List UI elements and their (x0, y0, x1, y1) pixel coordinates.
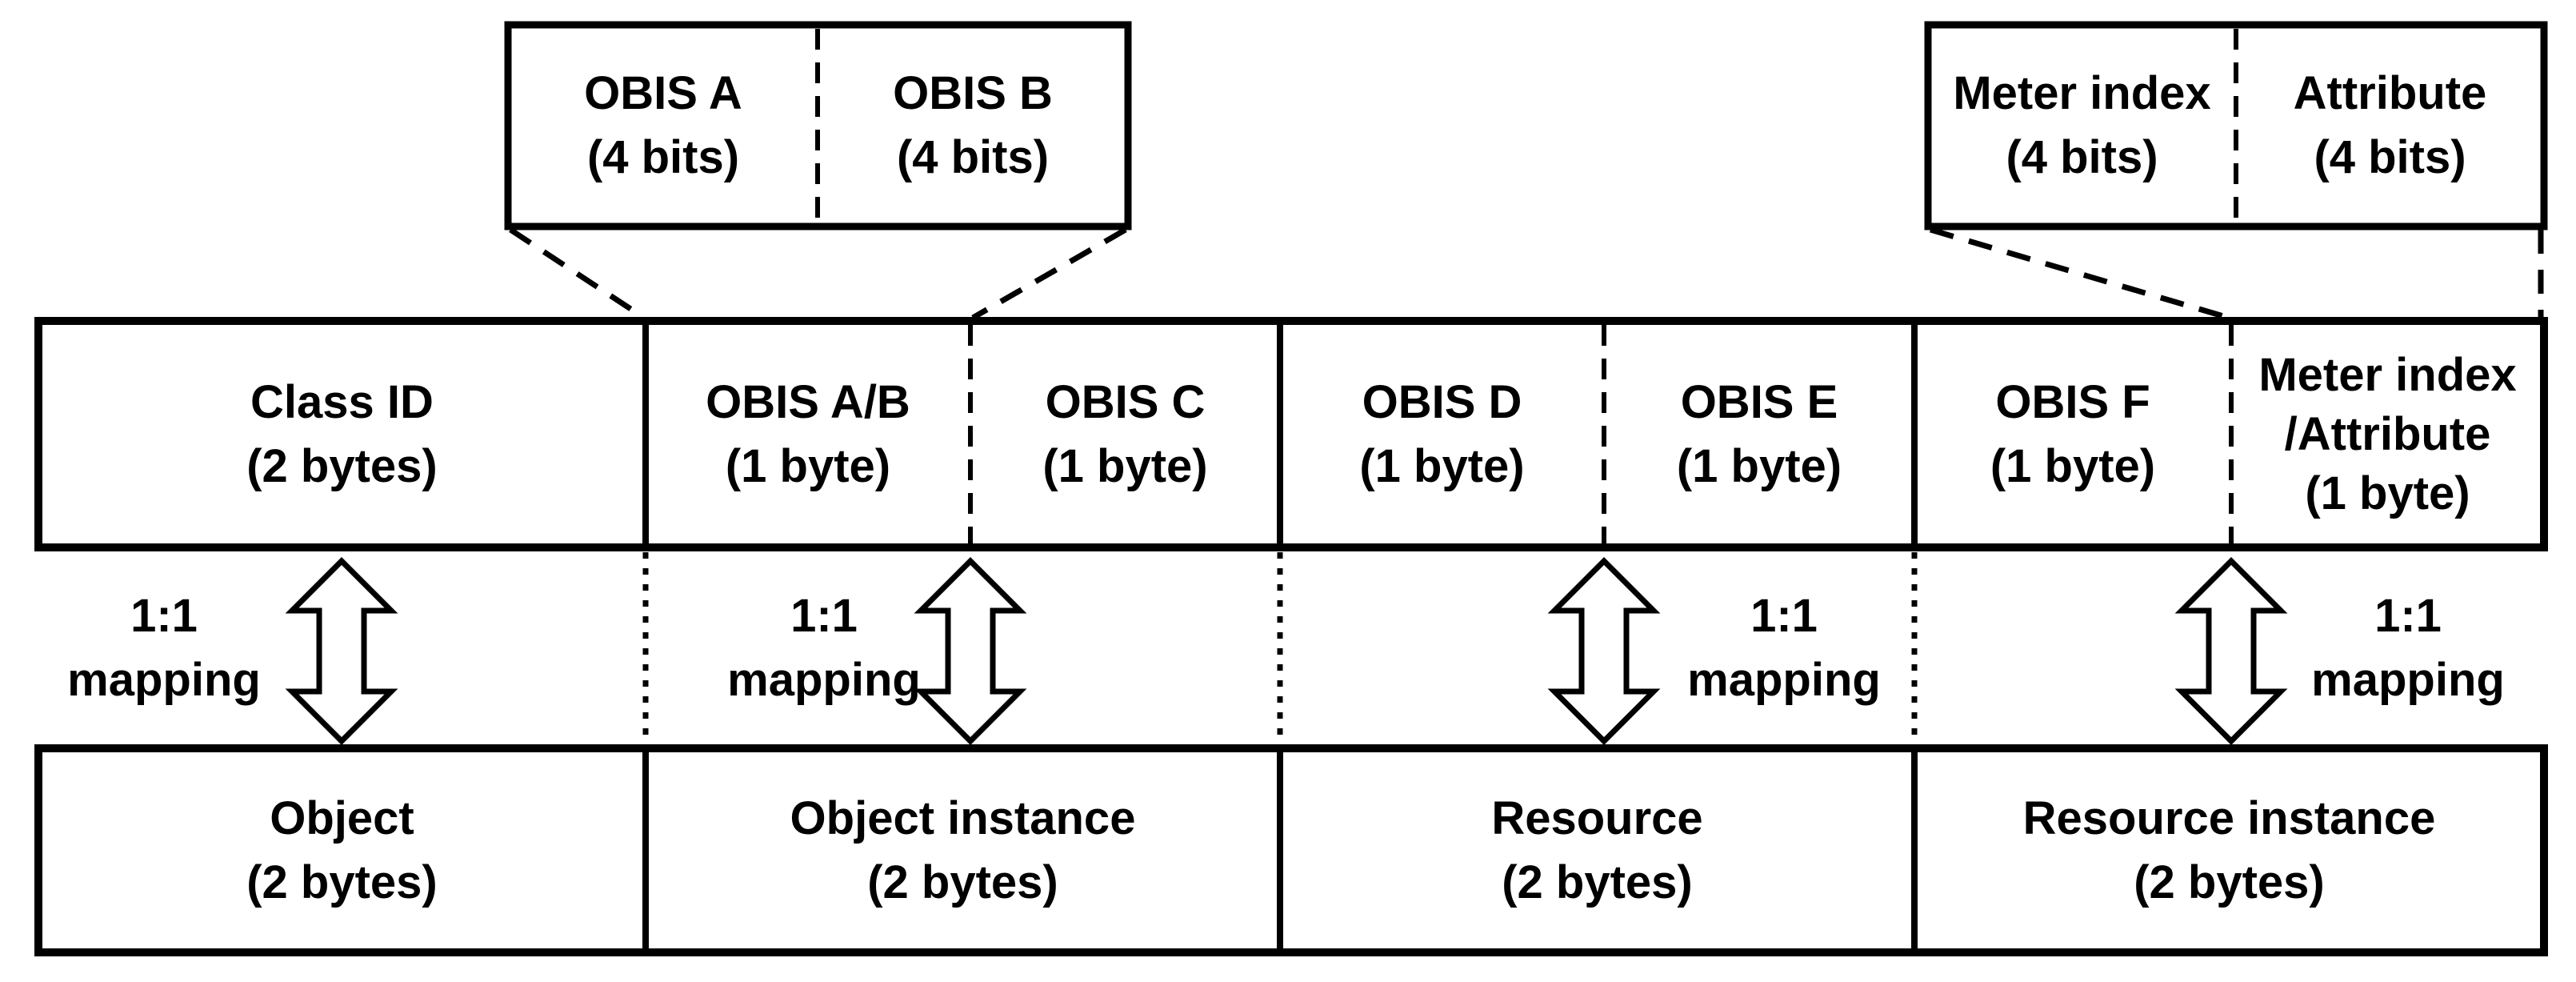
cell-title: OBIS F (1995, 375, 2150, 428)
cell-size: (4 bits) (896, 131, 1050, 183)
cell-title: OBIS A/B (706, 375, 910, 428)
cell-size: (1 byte) (1359, 439, 1525, 492)
dlms-cell-obis-f: OBIS F (1 byte) (1918, 321, 2227, 547)
cell-size: (4 bits) (2006, 131, 2158, 183)
cell-size: (1 byte) (725, 439, 891, 492)
cell-title: Attribute (2293, 67, 2487, 119)
cell-title: OBIS E (1680, 375, 1838, 428)
cell-size: (2 bytes) (246, 856, 438, 908)
dlms-cell-obis-d: OBIS D (1 byte) (1284, 321, 1600, 547)
dlms-cell-class-id: Class ID (2 bytes) (42, 321, 642, 547)
bidirectional-arrow-icon (914, 557, 1027, 745)
bidirectional-arrow-icon (285, 557, 398, 745)
cell-size: (1 byte) (1990, 439, 2156, 492)
cell-title: OBIS C (1045, 375, 1206, 428)
mapping-ratio: 1:1 (2374, 590, 2442, 642)
bidirectional-arrow-icon (1547, 557, 1661, 745)
callout-box-meter-attr (1924, 21, 2548, 230)
dlms-cell-obis-c: OBIS C (1 byte) (974, 321, 1276, 547)
cell-title: Object instance (790, 792, 1136, 844)
mapping-label-3: 1:1 mapping (1664, 552, 1904, 744)
lwm2m-cell-resource: Resource (2 bytes) (1284, 748, 1910, 952)
callout-connector-line (509, 227, 646, 320)
dlms-cell-obis-e: OBIS E (1 byte) (1608, 321, 1910, 547)
dlms-cell-meter-index-attribute: Meter index /Attribute (1 byte) (2235, 321, 2540, 547)
callout-connector-line (971, 226, 1127, 321)
cell-size: (1 byte) (1676, 439, 1842, 492)
cell-size: (2 bytes) (2134, 856, 2325, 908)
cell-title: Resource instance (2022, 792, 2436, 844)
cell-size: (2 bytes) (1502, 856, 1693, 908)
mapping-word: mapping (727, 654, 921, 706)
mapping-word: mapping (2311, 654, 2505, 706)
mapping-label-4: 1:1 mapping (2288, 552, 2528, 744)
dlms-cell-obis-ab: OBIS A/B (1 byte) (650, 321, 966, 547)
lwm2m-cell-object: Object (2 bytes) (42, 748, 642, 952)
cell-title: Meter index (1953, 67, 2211, 119)
callout-cell-obis-a: OBIS A (4 bits) (512, 25, 814, 226)
lwm2m-row-box (34, 744, 2548, 956)
callout-cell-meter-index: Meter index (4 bits) (1931, 25, 2233, 226)
mapping-ratio: 1:1 (130, 590, 198, 642)
cell-size: (1 byte) (1042, 439, 1208, 492)
lwm2m-cell-resource-instance: Resource instance (2 bytes) (1918, 748, 2540, 952)
mapping-word: mapping (67, 654, 261, 706)
mapping-word: mapping (1687, 654, 1881, 706)
dlms-row-box (34, 317, 2548, 551)
cell-title: OBIS A (584, 67, 742, 119)
mapping-ratio: 1:1 (1750, 590, 1818, 642)
cell-title-2: /Attribute (2284, 407, 2491, 460)
cell-title: Object (270, 792, 414, 844)
callout-cell-attribute: Attribute (4 bits) (2239, 25, 2541, 226)
mapping-label-2: 1:1 mapping (704, 552, 944, 744)
mapping-ratio: 1:1 (790, 590, 858, 642)
bidirectional-arrow-icon (2174, 557, 2288, 745)
cell-title: Resource (1491, 792, 1703, 844)
cell-title: Class ID (250, 375, 434, 428)
cell-title: Meter index (2258, 348, 2517, 401)
cell-size: (1 byte) (2305, 467, 2470, 519)
callout-cell-obis-b: OBIS B (4 bits) (821, 25, 1125, 226)
cell-size: (4 bits) (586, 131, 740, 183)
mapping-label-1: 1:1 mapping (44, 552, 284, 744)
cell-size: (2 bytes) (867, 856, 1058, 908)
cell-size: (2 bytes) (246, 439, 438, 492)
callout-connector-line (1930, 226, 2230, 321)
cell-size: (4 bits) (2314, 131, 2466, 183)
cell-title: OBIS D (1362, 375, 1522, 428)
callout-box-obis-ab (504, 21, 1132, 230)
lwm2m-cell-object-instance: Object instance (2 bytes) (650, 748, 1276, 952)
cell-title: OBIS B (893, 67, 1053, 119)
